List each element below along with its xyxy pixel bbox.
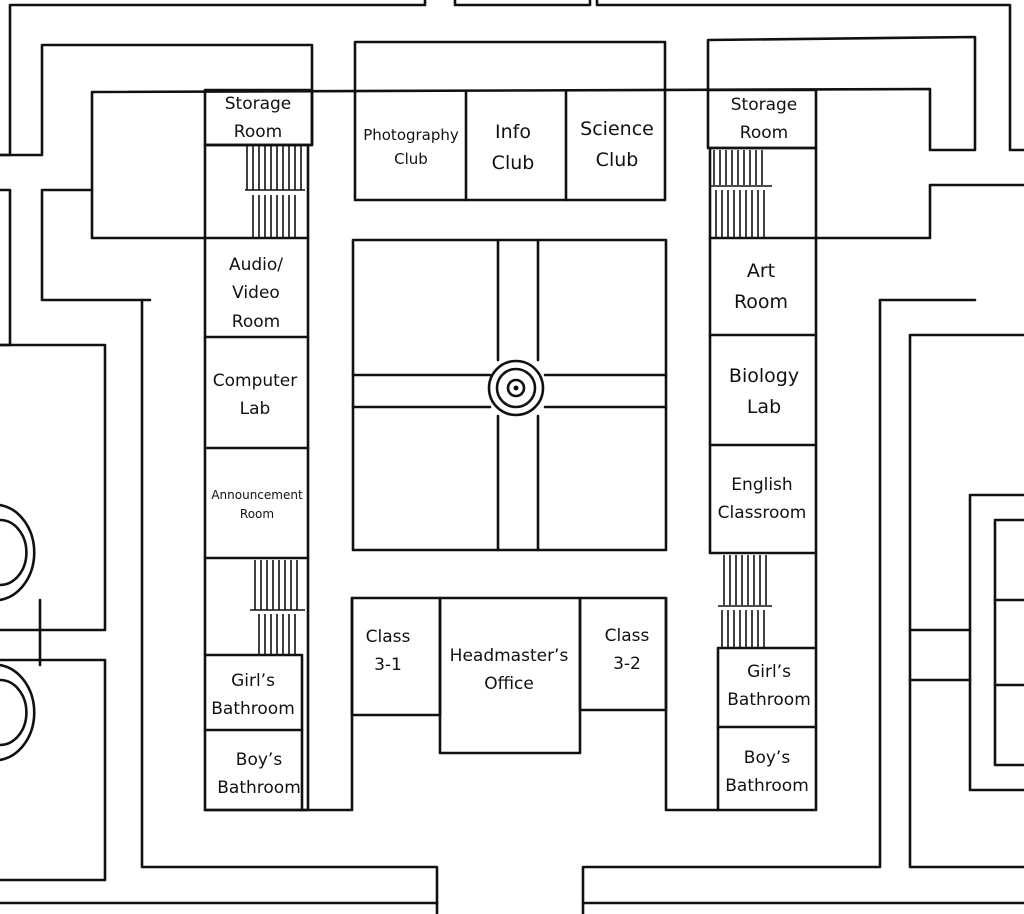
fountain-icon (495, 367, 537, 409)
courtyard (351, 238, 668, 552)
stairs-icon (250, 560, 305, 655)
stairs-icon (710, 150, 772, 238)
stairs-icon (718, 555, 772, 648)
stairs-icon (245, 145, 305, 238)
office-block (350, 596, 668, 755)
right-wing (664, 88, 818, 812)
clubs-block (353, 40, 667, 202)
